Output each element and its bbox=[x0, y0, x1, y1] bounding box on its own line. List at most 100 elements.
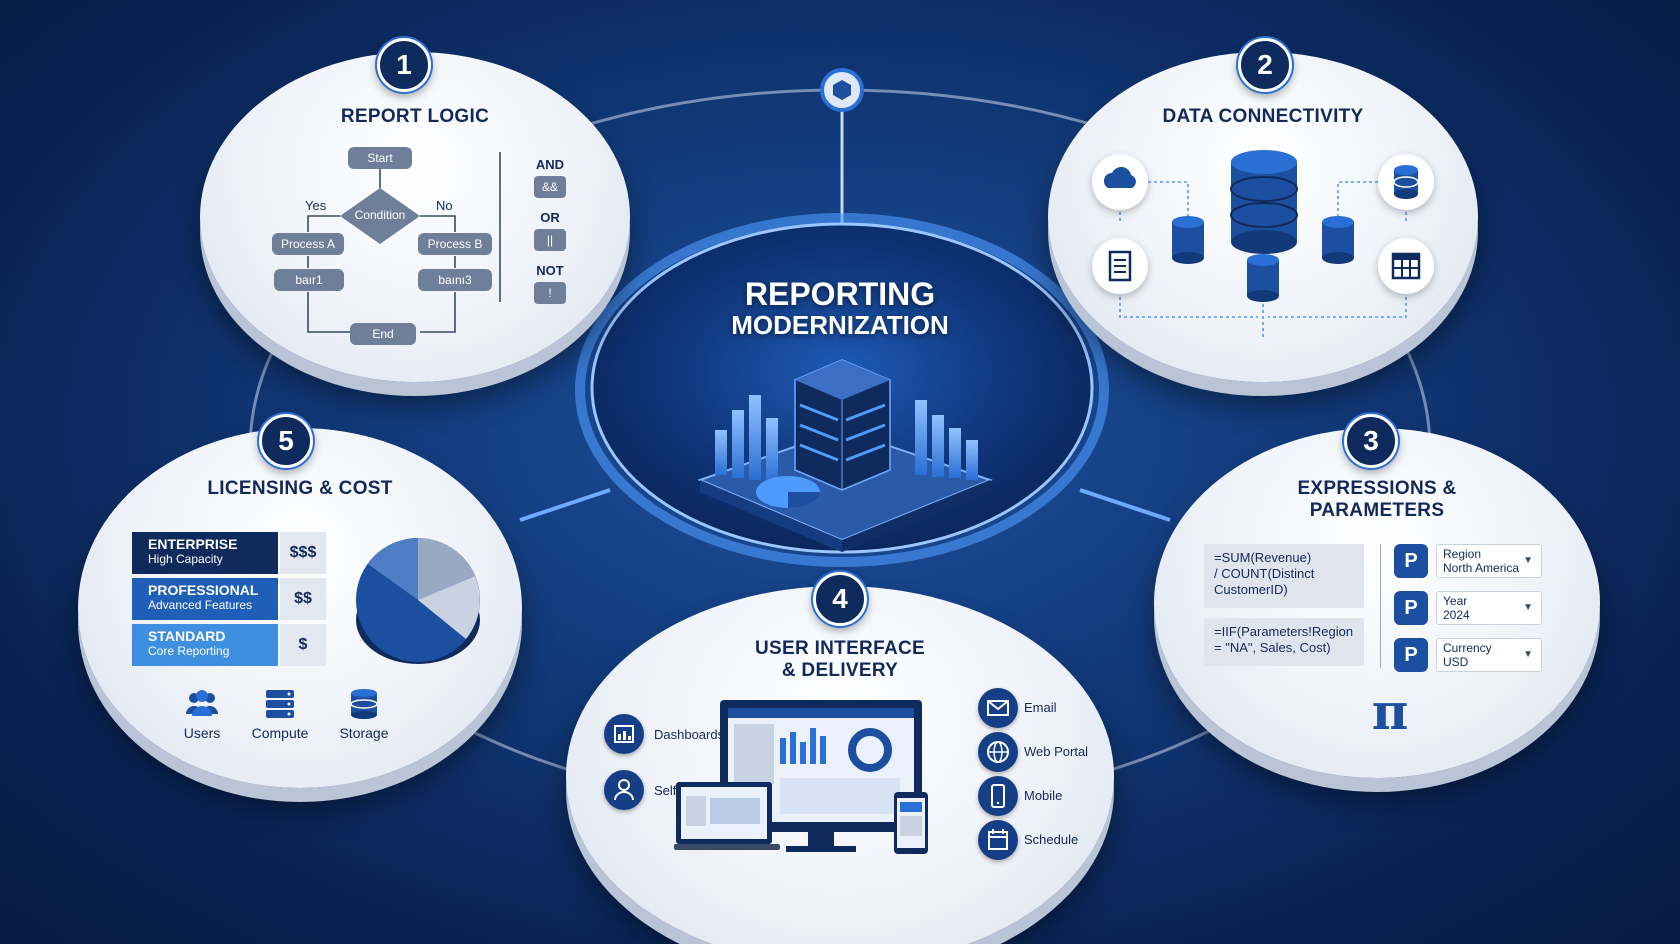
compute-icon bbox=[266, 690, 294, 718]
operator-or-label: OR bbox=[540, 210, 560, 225]
deliv-dashboards-label: Dashboards bbox=[654, 727, 725, 742]
connector-left bbox=[519, 488, 611, 522]
flow-condition-label: Condition bbox=[354, 208, 406, 222]
resource-storage-label: Storage bbox=[339, 725, 389, 741]
param-year-name: Year bbox=[1443, 594, 1468, 608]
flow-no-label: No bbox=[436, 198, 453, 213]
param-region-value: North America bbox=[1443, 561, 1520, 575]
flow-end-node: End bbox=[350, 323, 416, 345]
tier-professional-cost: $$ bbox=[280, 578, 326, 620]
chevron-down-icon: ▼ bbox=[1523, 555, 1533, 566]
database-right-icon bbox=[1322, 216, 1354, 264]
tier-standard-desc: Core Reporting bbox=[148, 644, 230, 658]
tier-professional-name: PROFESSIONAL bbox=[148, 582, 259, 598]
storage-icon bbox=[350, 689, 378, 719]
cloud-icon bbox=[1092, 154, 1148, 210]
operator-not-chip: ! bbox=[534, 282, 566, 304]
expression-iif: =IIF(Parameters!Region = "NA", Sales, Co… bbox=[1204, 618, 1364, 666]
param-region-select[interactable]: Region North America ▼ bbox=[1436, 544, 1542, 578]
expr2-line2: = "NA", Sales, Cost) bbox=[1214, 640, 1331, 655]
param-year-chip: P bbox=[1394, 591, 1428, 625]
database-icon bbox=[1378, 154, 1434, 210]
tier-professional-desc: Advanced Features bbox=[148, 598, 253, 612]
database-bottom-icon bbox=[1247, 254, 1279, 302]
deliv-email-label: Email bbox=[1024, 700, 1057, 715]
ui-delivery-title-line2: & DELIVERY bbox=[781, 660, 899, 681]
database-left-icon bbox=[1172, 216, 1204, 264]
flow-start-node: Start bbox=[348, 147, 412, 169]
expr1-line1: =SUM(Revenue) bbox=[1214, 550, 1312, 565]
step-badge-3: 3 bbox=[1344, 414, 1398, 468]
flowchart-lines bbox=[307, 152, 501, 333]
tier-enterprise-name: ENTERPRISE bbox=[148, 536, 238, 552]
users-icon bbox=[186, 690, 218, 716]
licensing-title: LICENSING & COST bbox=[207, 478, 393, 499]
expr2-line1: =IIF(Parameters!Region bbox=[1214, 624, 1354, 639]
expr1-line2: / COUNT(Distinct bbox=[1214, 566, 1315, 581]
calendar-icon bbox=[978, 820, 1018, 860]
center-title-line2: MODERNIZATION bbox=[731, 310, 949, 340]
connector-right bbox=[1079, 488, 1171, 522]
expressions-title-line2: PARAMETERS bbox=[1309, 500, 1445, 521]
pi-symbol: π bbox=[1371, 682, 1409, 741]
flow-process-a-node: Process A bbox=[272, 233, 344, 255]
hub-outer-glow bbox=[575, 213, 1109, 567]
email-icon bbox=[978, 688, 1018, 728]
flow-step-b-node: baını3 bbox=[418, 269, 492, 291]
deliv-web-portal-label: Web Portal bbox=[1024, 744, 1089, 759]
param-region-chip: P bbox=[1394, 544, 1428, 578]
licensing-disc: LICENSING & COST ENTERPRISE High Capacit… bbox=[78, 428, 522, 788]
resource-compute-label: Compute bbox=[251, 725, 309, 741]
param-currency-name: Currency bbox=[1443, 641, 1492, 655]
tier-standard-name: STANDARD bbox=[148, 628, 226, 644]
tier-standard-cost: $ bbox=[280, 624, 326, 666]
param-currency-value: USD bbox=[1443, 655, 1469, 669]
flow-process-b-node: Process B bbox=[418, 233, 492, 255]
data-connectivity-disc: DATA CONNECTIVITY bbox=[1048, 52, 1478, 382]
param-currency-chip: P bbox=[1394, 638, 1428, 672]
condition-diamond bbox=[340, 188, 420, 244]
deliv-mobile-label: Mobile bbox=[1024, 788, 1063, 803]
step-badge-5: 5 bbox=[259, 414, 313, 468]
tier-enterprise: ENTERPRISE High Capacity bbox=[132, 532, 278, 574]
expressions-disc: EXPRESSIONS & PARAMETERS =SUM(Revenue) /… bbox=[1154, 428, 1600, 778]
ui-delivery-title-line1: USER INTERFACE bbox=[755, 638, 925, 659]
devices-illustration bbox=[674, 700, 928, 854]
expression-sum-count: =SUM(Revenue) / COUNT(Distinct CustomerI… bbox=[1204, 544, 1364, 608]
cost-pie-icon bbox=[356, 538, 480, 664]
connectivity-diagram bbox=[1119, 150, 1407, 337]
flow-yes-label: Yes bbox=[305, 198, 327, 213]
operator-and-label: AND bbox=[535, 157, 565, 172]
globe-icon bbox=[978, 732, 1018, 772]
ui-delivery-disc: USER INTERFACE & DELIVERY Dashboards Sel… bbox=[566, 586, 1114, 944]
step-badge-4: 4 bbox=[813, 572, 867, 626]
resource-users-label: Users bbox=[183, 725, 221, 741]
chevron-down-icon: ▼ bbox=[1523, 602, 1533, 613]
expr1-line3: CustomerID) bbox=[1214, 582, 1288, 597]
main-database-icon bbox=[1230, 150, 1298, 254]
report-logic-disc: REPORT LOGIC Start Condition Yes No Proc… bbox=[200, 52, 630, 382]
operator-not-label: NOT bbox=[536, 263, 564, 278]
step-badge-2: 2 bbox=[1238, 38, 1292, 92]
tier-enterprise-desc: High Capacity bbox=[148, 552, 223, 566]
operator-or-chip: || bbox=[534, 229, 566, 251]
deliv-schedule-label: Schedule bbox=[1024, 832, 1079, 847]
param-currency-select[interactable]: Currency USD ▼ bbox=[1436, 638, 1542, 672]
report-logic-title: REPORT LOGIC bbox=[340, 106, 490, 127]
mobile-icon bbox=[978, 776, 1018, 816]
param-region-name: Region bbox=[1443, 547, 1482, 561]
operator-and-chip: && bbox=[534, 176, 566, 198]
data-connectivity-title: DATA CONNECTIVITY bbox=[1162, 106, 1364, 127]
expressions-divider bbox=[1380, 544, 1381, 668]
step-badge-1: 1 bbox=[377, 38, 431, 92]
tier-professional: PROFESSIONAL Advanced Features bbox=[132, 578, 278, 620]
param-year-select[interactable]: Year 2024 ▼ bbox=[1436, 591, 1542, 625]
document-icon bbox=[1092, 238, 1148, 294]
flow-step-a-node: baır1 bbox=[274, 269, 344, 291]
table-grid-icon bbox=[1378, 238, 1434, 294]
self-service-icon bbox=[604, 770, 644, 810]
chevron-down-icon: ▼ bbox=[1523, 649, 1533, 660]
center-title-line1: REPORTING bbox=[744, 276, 936, 312]
